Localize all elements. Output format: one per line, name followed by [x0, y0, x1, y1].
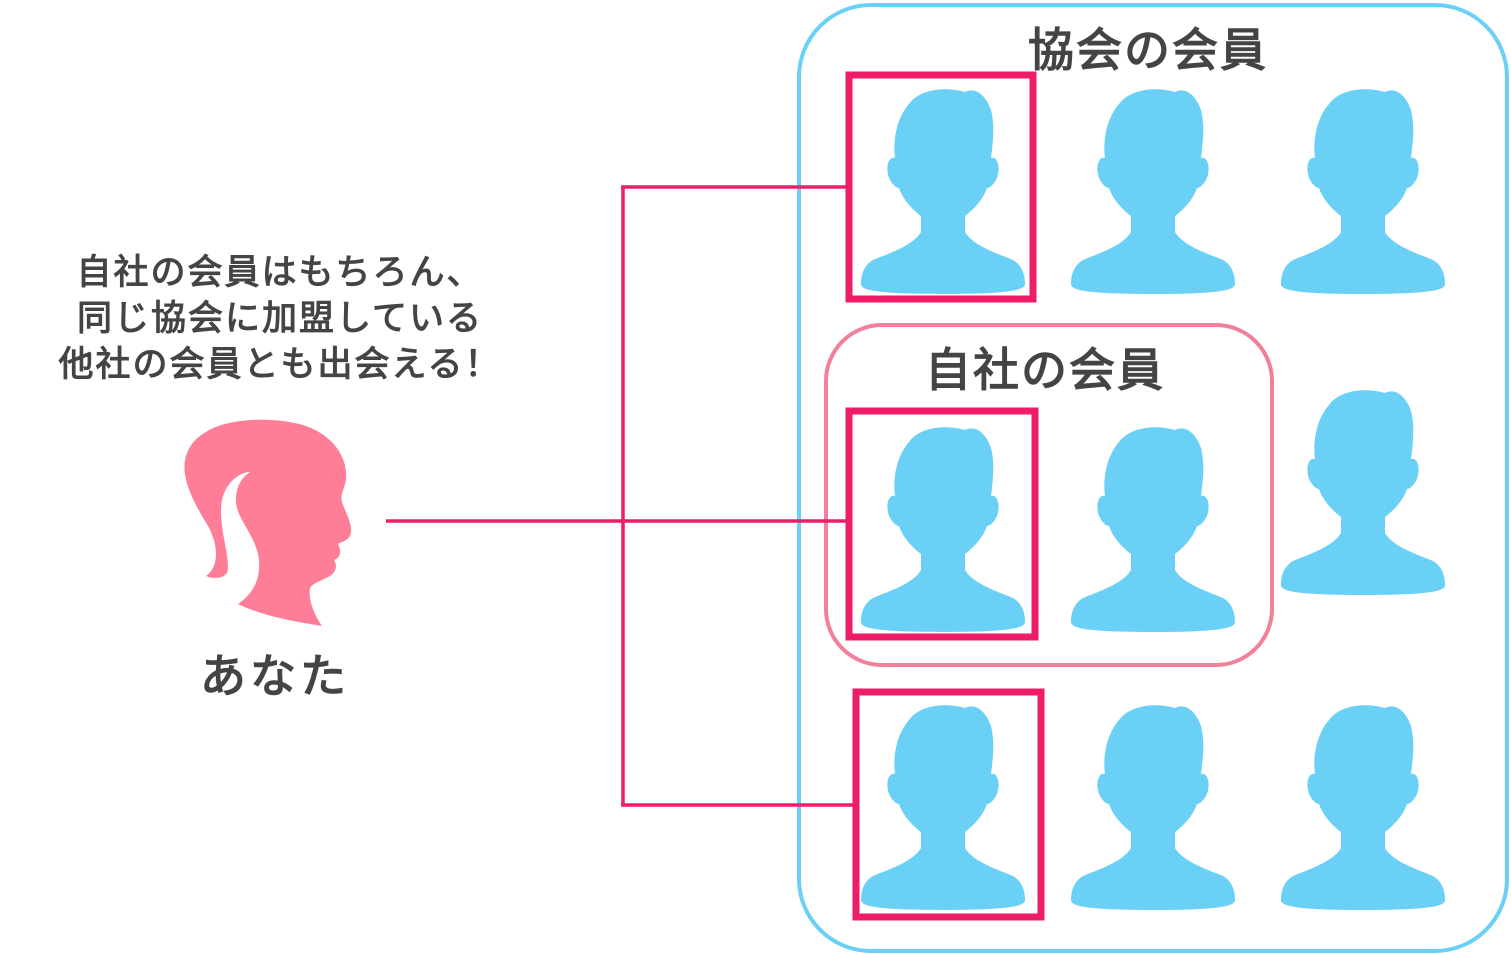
company-group-border — [824, 323, 1274, 667]
person-icon — [861, 89, 1025, 294]
person-icon — [861, 427, 1025, 632]
person-icon — [1071, 705, 1235, 910]
association-group-title: 協会の会員 — [1028, 23, 1268, 77]
company-group-title: 自社の会員 — [925, 343, 1165, 397]
you-label: あなた — [200, 649, 350, 703]
caption-line: 同じ協会に加盟している — [77, 299, 483, 339]
caption-text: 自社の会員はもちろん、 同じ協会に加盟している 他社の会員とも出会える！ — [20, 250, 540, 388]
person-icon — [861, 705, 1025, 910]
person-icon — [1281, 705, 1445, 910]
person-icon — [1071, 427, 1235, 632]
person-icon — [1281, 390, 1445, 595]
highlight-box — [845, 407, 1039, 641]
woman-silhouette-icon — [184, 419, 352, 626]
association-group-border — [797, 3, 1509, 953]
caption-line: 自社の会員はもちろん、 — [76, 253, 484, 293]
person-icon — [1071, 89, 1235, 294]
person-icon — [1281, 89, 1445, 294]
caption-line: 他社の会員とも出会える！ — [58, 345, 502, 385]
